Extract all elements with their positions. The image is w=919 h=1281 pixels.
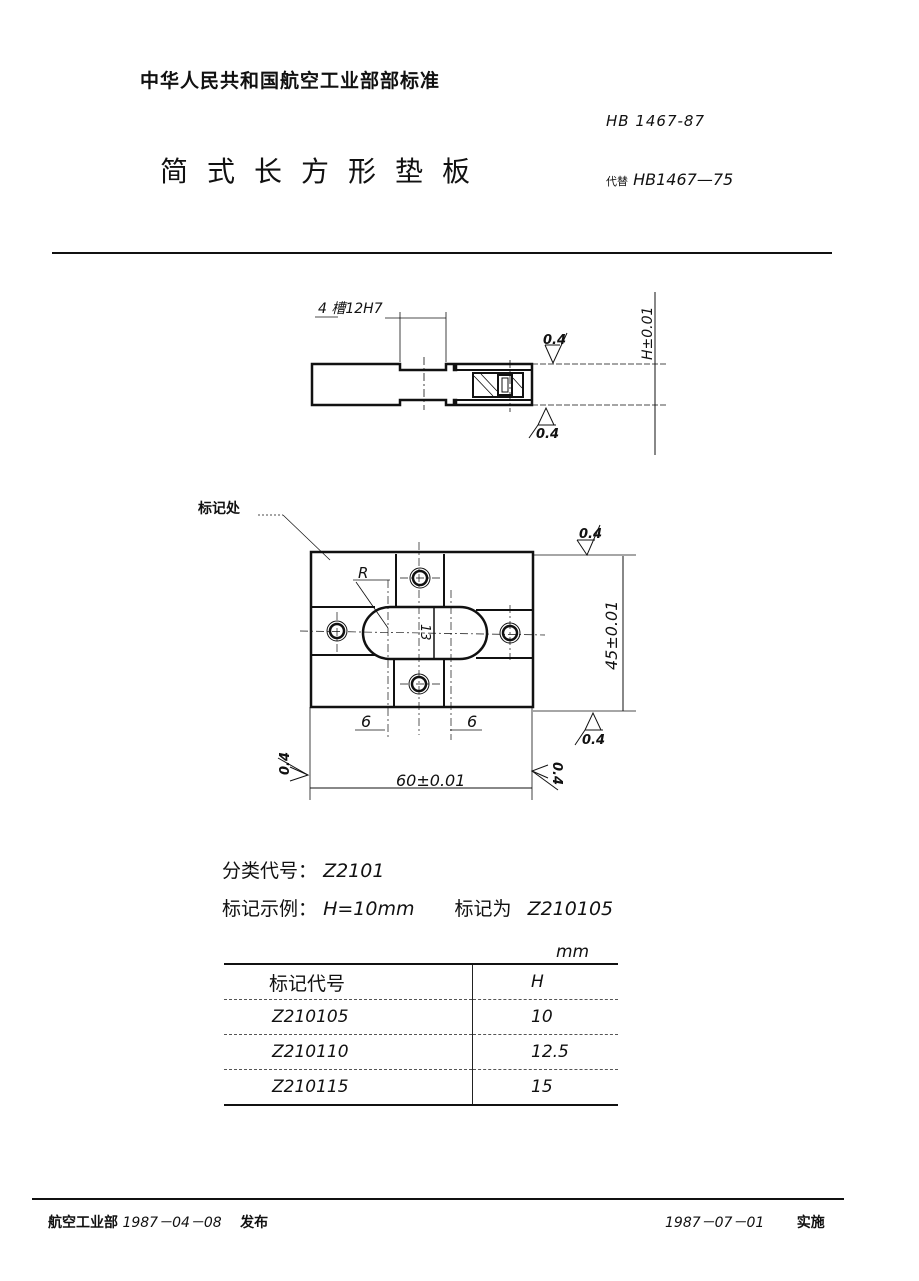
document-title: 简式长方形垫板 (160, 155, 490, 188)
marked-as-value: Z210105 (527, 898, 614, 920)
marked-as-label: 标记为 (454, 898, 512, 920)
classification-line: 分类代号： Z2101 (222, 856, 384, 883)
issue-info: 航空工业部 1987－04－08 发布 (48, 1212, 268, 1232)
row-code: Z210110 (224, 1034, 473, 1070)
slot-label: 4 槽12H7 (318, 301, 383, 317)
header-h: H (531, 972, 544, 992)
issue-label: 发布 (240, 1215, 269, 1231)
table-row: Z210115 15 (224, 1069, 618, 1105)
example-value: H=10mm (323, 898, 415, 920)
effective-date: 1987－07－01 (665, 1215, 765, 1231)
slot-width-dimension: 13 (417, 624, 432, 641)
table-row: Z210110 12.5 (224, 1034, 618, 1070)
roughness-left: 0.4 (278, 752, 293, 775)
length-dimension: 60±0.01 (396, 771, 465, 790)
table-header-row: 标记代号 H (224, 964, 618, 1000)
footer-divider (32, 1198, 844, 1200)
side-view (310, 292, 668, 455)
header-divider (52, 252, 832, 254)
marking-example-line: 标记示例： H=10mm 标记为 Z210105 (222, 894, 613, 921)
marking-location-label: 标记处 (197, 500, 241, 517)
replaces-prefix: 代替 (606, 175, 628, 188)
header-code: 标记代号 (224, 964, 473, 1000)
width-dimension: 45±0.01 (602, 601, 621, 670)
technical-drawing: 4 槽12H7 0.4 0.4 H±0.01 (197, 292, 668, 800)
row-h: 15 (531, 1077, 553, 1097)
table-row: Z210105 10 (224, 999, 618, 1035)
roughness-top-right: 0.4 (579, 527, 602, 542)
replaces-standard: 代替 HB1467—75 (606, 170, 733, 189)
replaces-number: HB1467—75 (633, 170, 734, 189)
roughness-right: 0.4 (549, 762, 564, 785)
spec-table: 标记代号 H Z210105 10 Z210110 12.5 Z210115 1… (224, 963, 618, 1106)
issuer: 航空工业部 (48, 1215, 118, 1231)
roughness-side-bottom: 0.4 (536, 427, 559, 442)
row-code: Z210105 (224, 999, 473, 1035)
class-code-label: 分类代号： (222, 860, 318, 882)
roughness-bottom-right: 0.4 (582, 733, 605, 748)
issue-date: 1987－04－08 (122, 1215, 222, 1231)
roughness-side-top: 0.4 (543, 333, 566, 348)
height-dimension: H±0.01 (640, 307, 656, 360)
issuing-organization: 中华人民共和国航空工业部部标准 (140, 70, 441, 92)
effective-label: 实施 (796, 1215, 825, 1231)
standard-number: HB 1467-87 (606, 112, 706, 130)
radius-label: R (358, 564, 368, 582)
table-unit: mm (556, 942, 590, 962)
class-code: Z2101 (323, 860, 385, 882)
row-code: Z210115 (224, 1069, 473, 1105)
example-label: 标记示例： (222, 898, 318, 920)
offset-right-dimension: 6 (467, 712, 477, 731)
row-h: 10 (531, 1007, 553, 1027)
row-h: 12.5 (531, 1042, 569, 1062)
offset-left-dimension: 6 (361, 712, 371, 731)
effective-info: 1987－07－01 实施 (665, 1212, 825, 1232)
top-view (258, 514, 636, 800)
